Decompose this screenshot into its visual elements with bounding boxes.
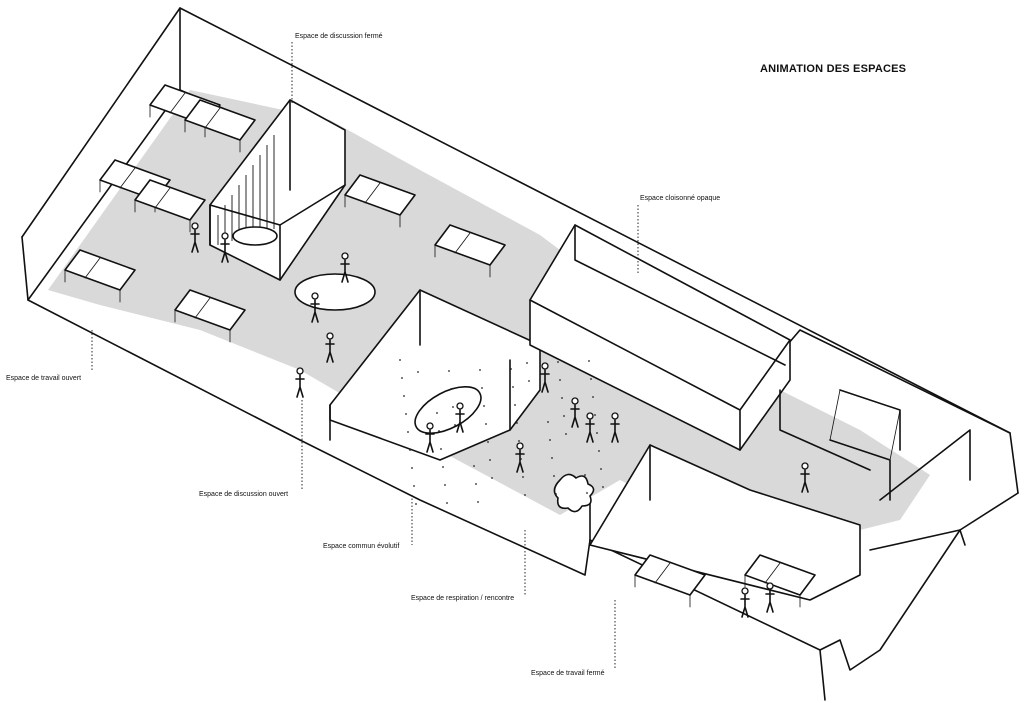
person-figure xyxy=(220,232,230,263)
person-figure xyxy=(325,332,335,363)
desk-cluster xyxy=(434,224,506,278)
small-rooms xyxy=(779,389,971,501)
desk-cluster xyxy=(64,249,136,303)
label-closed-work: Espace de travail fermé xyxy=(531,670,605,677)
person-figure xyxy=(425,422,435,453)
label-opaque-partition: Espace cloisonné opaque xyxy=(640,195,721,202)
person-figure xyxy=(800,462,810,493)
label-common-evolving: Espace commun évolutif xyxy=(323,543,400,550)
person-figure xyxy=(310,292,320,323)
label-open-discussion: Espace de discussion ouvert xyxy=(199,491,289,498)
desk-cluster xyxy=(134,179,206,233)
desk-cluster xyxy=(634,554,706,608)
person-figure xyxy=(765,582,775,613)
diagram-title: ANIMATION DES ESPACES xyxy=(760,63,907,75)
person-figure xyxy=(740,587,750,618)
desk-cluster xyxy=(344,174,416,228)
open-meeting-table xyxy=(294,273,376,311)
common-room xyxy=(329,289,541,461)
breathing-cloud xyxy=(553,473,595,513)
people xyxy=(190,222,810,618)
label-closed-discussion: Espace de discussion fermé xyxy=(295,33,383,40)
person-figure xyxy=(455,402,465,433)
desk-cluster xyxy=(184,99,256,153)
desk-cluster xyxy=(744,554,816,608)
workstations xyxy=(64,84,816,608)
label-open-work: Espace de travail ouvert xyxy=(6,375,82,382)
person-figure xyxy=(570,397,580,428)
person-figure xyxy=(190,222,200,253)
person-figure xyxy=(340,252,350,283)
person-figure xyxy=(585,412,595,443)
person-figure xyxy=(540,362,550,393)
person-figure xyxy=(610,412,620,443)
opaque-partition-block xyxy=(529,224,791,451)
person-figure xyxy=(295,367,305,398)
label-breathing-meeting: Espace de respiration / rencontre xyxy=(411,595,515,602)
closed-discussion-room xyxy=(209,99,346,281)
circulation-floor xyxy=(48,90,930,545)
leader-lines xyxy=(91,42,639,670)
person-figure xyxy=(515,442,525,473)
desk-cluster xyxy=(174,289,246,343)
texture-dots xyxy=(399,359,604,505)
